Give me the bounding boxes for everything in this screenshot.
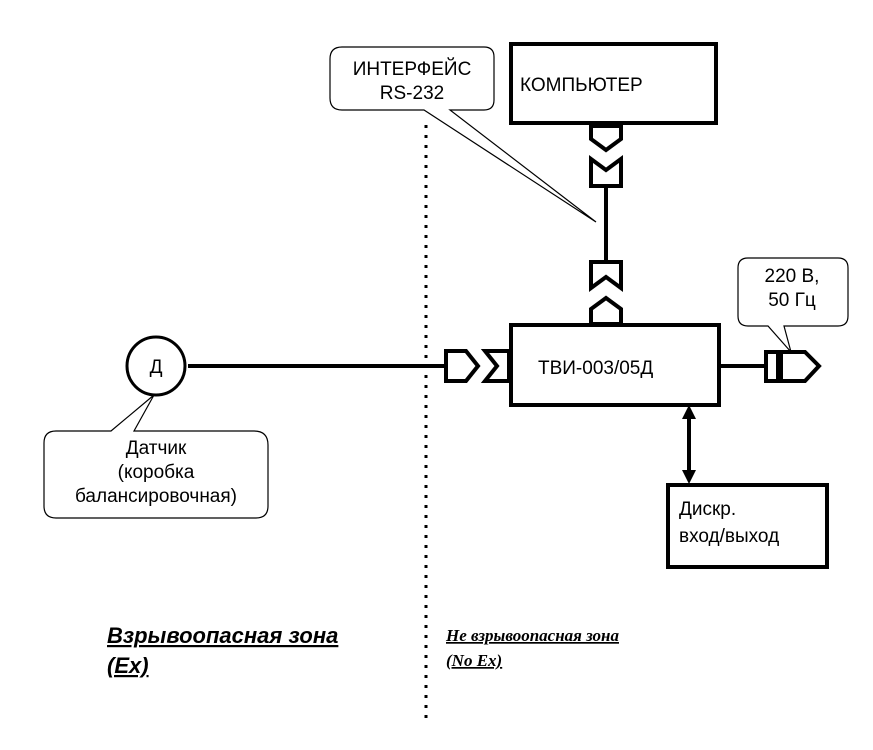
power-label-line1: 220 В, <box>765 266 820 287</box>
power-connector <box>764 350 780 383</box>
interface-label-line2: RS-232 <box>380 83 444 104</box>
device-box: ТВИ-003/05Д <box>509 323 721 407</box>
hazardous-zone-label-line2: (Ex) <box>107 653 149 678</box>
safe-zone-label-line1: Не взрывоопасная зона <box>445 626 619 645</box>
discrete-io-label-line1: Дискр. <box>679 499 736 520</box>
power-callout: 220 В, 50 Гц <box>737 257 849 353</box>
computer-label: КОМПЬЮТЕР <box>520 75 643 96</box>
cable-socket-top <box>589 155 623 188</box>
sensor-symbol: Д <box>125 335 187 397</box>
sensor-symbol-letter: Д <box>150 357 163 378</box>
sensor-label-line3: балансировочная) <box>75 486 237 507</box>
discrete-io-box: Дискр. вход/выход <box>666 483 829 569</box>
sensor-label-line2: (коробка <box>118 462 195 483</box>
cable-socket-bottom <box>589 260 623 292</box>
discrete-io-label-line2: вход/выход <box>679 526 779 547</box>
interface-label-line1: ИНТЕРФЕЙС <box>353 58 472 80</box>
power-label-line2: 50 Гц <box>768 290 816 311</box>
computer-box: КОМПЬЮТЕР <box>509 42 718 125</box>
discrete-io-link <box>682 405 696 484</box>
device-left-socket <box>480 349 511 383</box>
device-top-connector <box>589 295 623 326</box>
power-plug <box>779 350 822 383</box>
interface-callout: ИНТЕРФЕЙС RS-232 <box>329 46 597 223</box>
computer-connector-plug <box>589 124 623 153</box>
sensor-callout: Датчик (коробка балансировочная) <box>43 394 269 519</box>
device-label: ТВИ-003/05Д <box>538 358 653 379</box>
safe-zone-label-line2: (No Ex) <box>446 651 502 670</box>
hazardous-zone-label-line1: Взрывоопасная зона <box>107 623 338 648</box>
sensor-cable-connector <box>444 349 481 383</box>
sensor-label-line1: Датчик <box>126 438 187 459</box>
